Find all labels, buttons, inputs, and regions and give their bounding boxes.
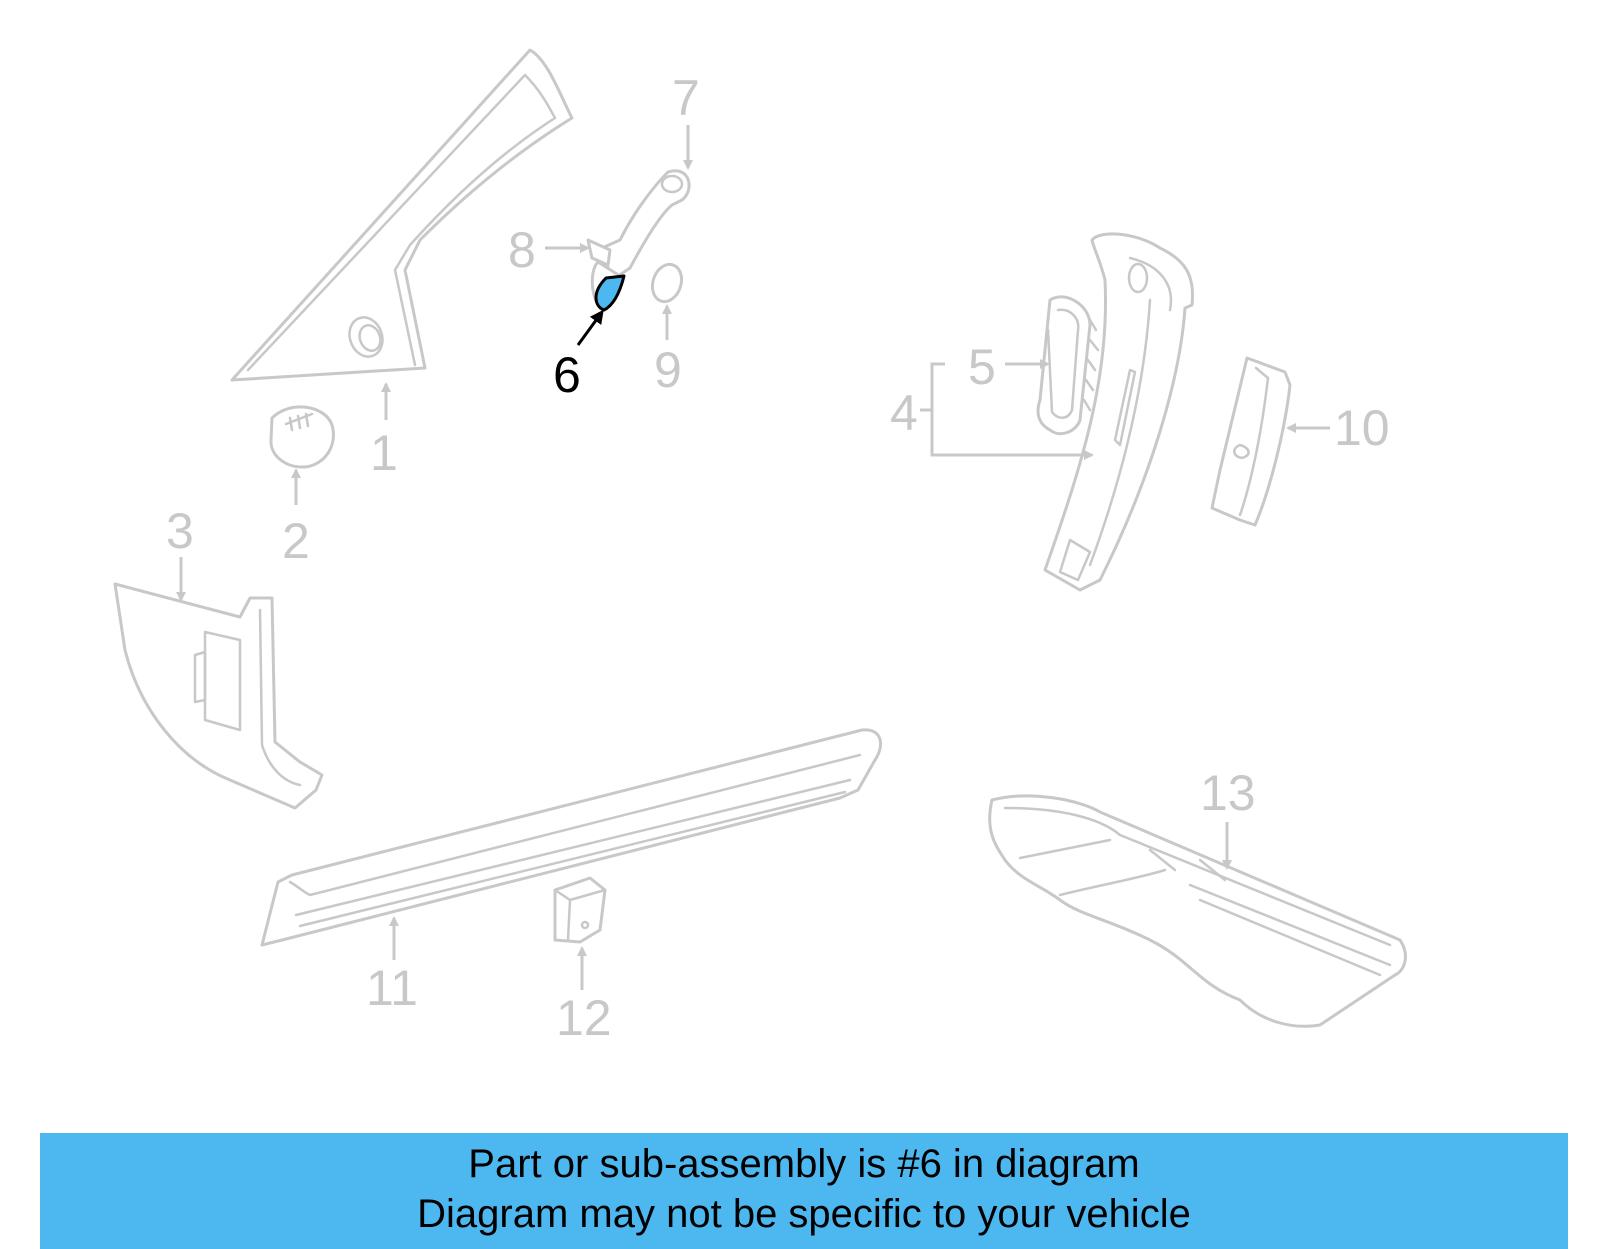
part-5-seatbelt-guide [1036, 295, 1100, 436]
callout-labels: 1 2 3 4 5 6 7 8 9 10 11 12 13 [166, 70, 1390, 1046]
part-3-kick-panel [113, 582, 324, 810]
callout-3[interactable]: 3 [166, 503, 194, 559]
callout-7[interactable]: 7 [672, 70, 700, 126]
arrow-6 [576, 309, 604, 346]
part-10-trim-cover [1210, 356, 1292, 527]
callout-6[interactable]: 6 [553, 347, 581, 403]
part-11-sill-plate [260, 728, 883, 947]
part-8-handle-bracket [586, 169, 691, 282]
callout-4[interactable]: 4 [890, 385, 918, 441]
callout-9[interactable]: 9 [654, 342, 682, 398]
part-12-retainer [553, 876, 607, 944]
banner-disclaimer-text: Diagram may not be specific to your vehi… [417, 1192, 1191, 1236]
part-2-clip [269, 405, 335, 469]
callout-arrows [176, 125, 1330, 990]
callout-5[interactable]: 5 [968, 339, 996, 395]
part-13-rear-sill [988, 794, 1407, 1028]
callout-2[interactable]: 2 [282, 513, 310, 569]
callout-8[interactable]: 8 [508, 222, 536, 278]
part-4-b-pillar-trim [1043, 232, 1195, 592]
part-1-a-pillar-trim [230, 48, 574, 382]
info-banner: Part or sub-assembly is #6 in diagram Di… [40, 1133, 1568, 1249]
callout-10[interactable]: 10 [1334, 400, 1390, 456]
arrow-4-bracket [930, 362, 945, 457]
banner-part-text: Part or sub-assembly is #6 in diagram [468, 1142, 1140, 1186]
callout-13[interactable]: 13 [1200, 765, 1256, 821]
part-6-highlighted[interactable] [590, 260, 626, 312]
part-9-grommet [650, 262, 684, 304]
callout-12[interactable]: 12 [556, 990, 612, 1046]
callout-1[interactable]: 1 [370, 425, 398, 481]
callout-11[interactable]: 11 [366, 960, 418, 1016]
